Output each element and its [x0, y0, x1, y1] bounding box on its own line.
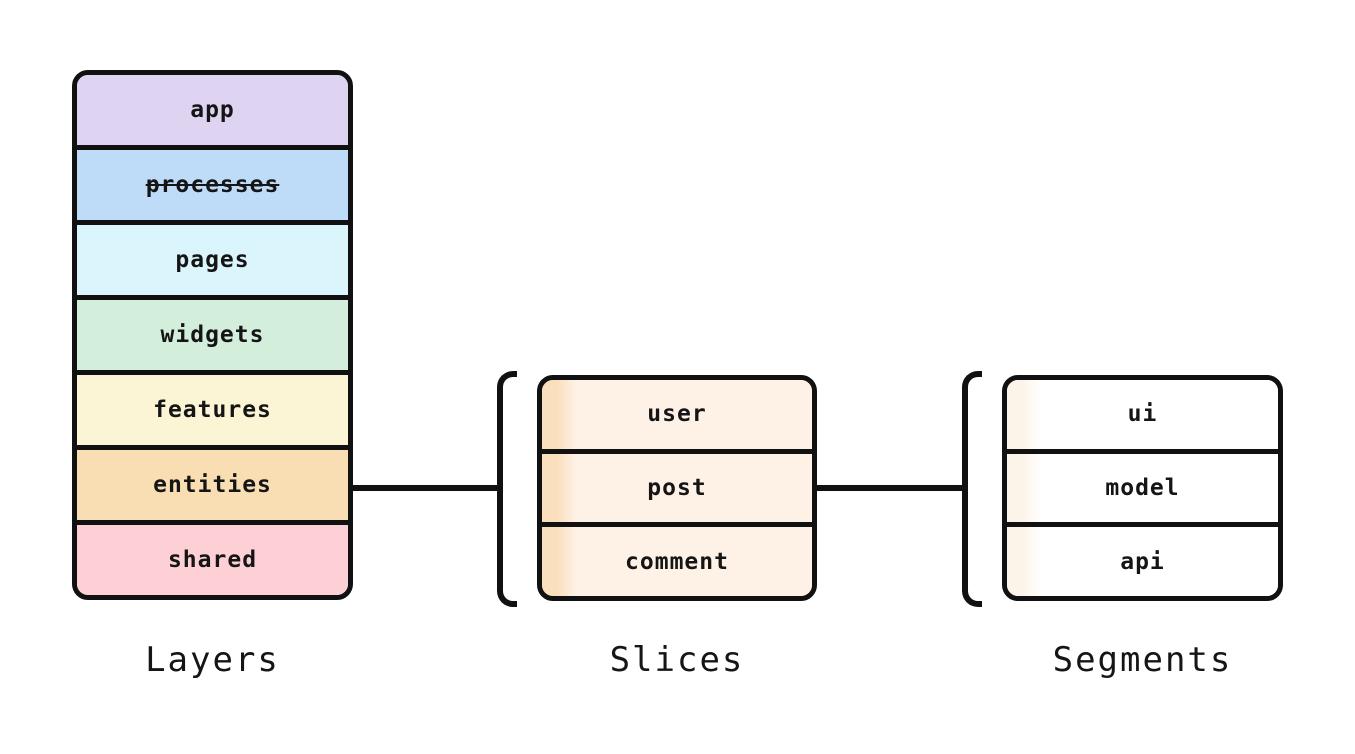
layers-stack: app processes pages widgets features ent… [72, 70, 353, 600]
layer-row-processes: processes [77, 145, 348, 220]
slice-label-comment: comment [625, 548, 729, 575]
layer-row-widgets: widgets [77, 295, 348, 370]
slices-title: Slices [609, 640, 745, 680]
layer-label-features: features [153, 397, 272, 423]
layer-label-app: app [190, 97, 235, 123]
segment-label-ui: ui [1127, 401, 1158, 428]
layer-row-shared: shared [77, 520, 348, 595]
segment-label-model: model [1105, 475, 1180, 501]
segment-row-ui: ui [1007, 380, 1278, 449]
connector-slices-to-segments [814, 485, 966, 491]
layer-label-entities: entities [153, 472, 272, 498]
segments-stack: ui model api [1002, 375, 1283, 601]
slice-row-user: user [542, 380, 812, 449]
layer-label-shared: shared [167, 547, 258, 573]
layer-row-pages: pages [77, 220, 348, 295]
slice-label-post: post [647, 475, 707, 501]
layer-row-app: app [77, 75, 348, 145]
slice-row-post: post [542, 448, 812, 523]
segment-row-api: api [1007, 522, 1278, 596]
segments-title: Segments [1052, 640, 1233, 680]
slices-bracket-icon [497, 371, 517, 607]
slice-row-comment: comment [542, 522, 812, 596]
segments-bracket-icon [962, 371, 982, 607]
segment-label-api: api [1120, 548, 1165, 575]
layer-row-entities: entities [77, 445, 348, 520]
slices-stack: user post comment [537, 375, 817, 601]
layer-row-features: features [77, 370, 348, 445]
layer-label-widgets: widgets [160, 322, 265, 348]
slice-label-user: user [647, 401, 707, 428]
connector-entities-to-slices [350, 485, 502, 491]
layer-label-pages: pages [175, 247, 250, 273]
segment-row-model: model [1007, 448, 1278, 523]
layers-title: Layers [145, 640, 280, 680]
layer-label-processes: processes [145, 172, 280, 198]
